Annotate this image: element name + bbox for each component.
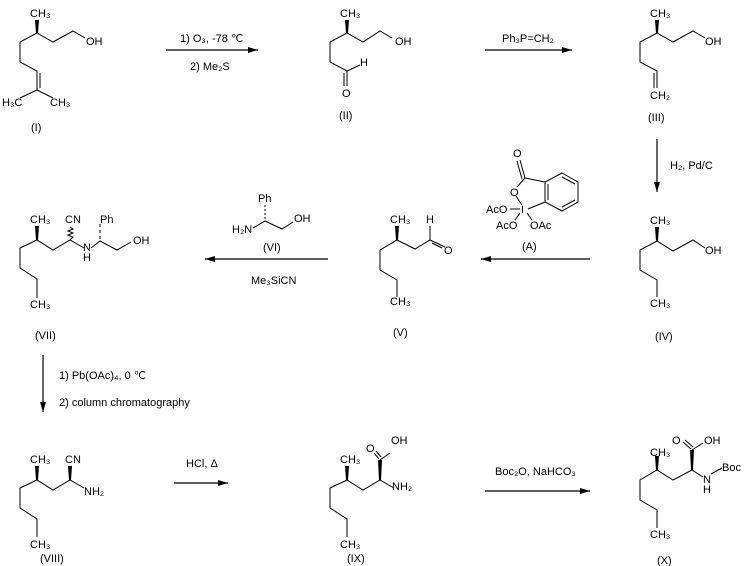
atom-label: O [510, 187, 519, 199]
atom-label: CH₃ [30, 539, 50, 551]
atom-label: Boc [722, 462, 741, 474]
compound-label: (V) [393, 327, 408, 339]
reagent-text: Boc₂O, NaHCO₃ [495, 466, 576, 478]
atom-label: H₂N [232, 224, 252, 236]
atom-label: OH [704, 435, 721, 447]
wedge-bond [690, 450, 694, 470]
reagent-text: H₂, Pd/C [670, 160, 713, 172]
compound-label: (III) [648, 112, 665, 124]
atom-label: Ph [258, 193, 271, 205]
compound-X: CH₃ O OH N H Boc CH₃ (X) [639, 435, 741, 566]
compound-VIII: CH₃ CN NH₂ CH₃ (VIII) [19, 454, 104, 565]
wedge-bond [68, 466, 72, 480]
atom-label: N [703, 474, 711, 486]
atom-label: CH₂ [650, 90, 670, 102]
wedge-bond [345, 466, 349, 480]
compound-label: (IV) [655, 331, 673, 343]
atom-label: CN [65, 214, 81, 226]
atom-label: CH₃ [30, 214, 50, 226]
atom-label: O [366, 443, 375, 455]
atom-label: CH₃ [30, 454, 50, 466]
reagent-A: O O AcO I AcO OAc (A) [486, 148, 579, 253]
atom-label: CH₃ [30, 299, 50, 311]
compound-label: (I) [31, 122, 41, 134]
wedge-bond [655, 456, 659, 470]
wedge-bond [378, 460, 382, 480]
atom-label: OH [705, 36, 722, 48]
atom-label: OAc [530, 220, 552, 232]
atom-label: H [360, 57, 368, 69]
compound-label: (VIII) [40, 553, 64, 565]
atom-label: I [521, 204, 524, 216]
atom-label: OH [395, 36, 412, 48]
compound-label: (IX) [347, 553, 365, 565]
atom-label: CH₃ [650, 8, 670, 20]
atom-label: CH₃ [650, 447, 670, 459]
atom-label: CH₃ [50, 97, 70, 109]
atom-label: CH₃ [390, 214, 410, 226]
atom-label: Ph [100, 214, 113, 226]
wedge-bond [35, 466, 39, 480]
atom-label: CH₃ [650, 298, 670, 310]
atom-label: OH [294, 213, 311, 225]
reagent-text: 2) column chromatography [59, 397, 190, 409]
atom-label: O [342, 88, 351, 100]
compound-label: (VII) [35, 330, 56, 342]
atom-label: H [426, 214, 434, 226]
atom-label: N [83, 242, 91, 254]
atom-label: O [444, 245, 453, 257]
atom-label: AcO [486, 204, 508, 216]
atom-label: OH [133, 235, 150, 247]
atom-label: CH₃ [340, 8, 360, 20]
atom-label: H [703, 484, 711, 496]
atom-label: NH₂ [392, 481, 412, 493]
compound-label: (A) [522, 241, 537, 253]
compound-label: (VI) [263, 242, 281, 254]
wedge-bond [655, 20, 659, 33]
atom-label: CH₃ [390, 296, 410, 308]
wedge-bond [655, 227, 659, 241]
atom-label: NH₂ [84, 486, 104, 498]
compound-V: CH₃ H O CH₃ (V) [379, 214, 453, 339]
reagent-text: Ph₃P=CH₂ [502, 33, 554, 45]
atom-label: OH [391, 435, 408, 447]
compound-VII: CH₃ CN Ph N H OH CH₃ (VII) [19, 214, 150, 342]
atom-label: CH₃ [650, 215, 670, 227]
reagent-text: 2) Me₂S [190, 61, 230, 73]
compound-I: CH₃ OH H₃C CH₃ (I) [2, 8, 103, 134]
reagent-text: HCl, Δ [186, 458, 218, 470]
compound-VI: Ph H₂N OH (VI) [232, 193, 311, 254]
wedge-bond [35, 20, 39, 33]
wedge-bond [395, 226, 399, 240]
compound-III: CH₃ OH CH₂ (III) [639, 8, 722, 124]
reagent-text: 1) Pb(OAc)₄, 0 ℃ [59, 370, 146, 382]
reagent-text: Me₃SiCN [251, 275, 296, 287]
atom-label: CH₃ [340, 539, 360, 551]
atom-label: CN [65, 454, 81, 466]
compound-IV: CH₃ OH CH₃ (IV) [639, 215, 722, 343]
atom-label: AcO [496, 220, 518, 232]
atom-label: H [83, 252, 91, 264]
atom-label: CH₃ [30, 8, 50, 20]
reagent-text: 1) O₃, -78 ℃ [180, 33, 243, 45]
compound-label: (II) [339, 110, 352, 122]
atom-label: OH [86, 36, 103, 48]
compound-II: CH₃ OH H O (II) [329, 8, 412, 122]
wedge-bond [35, 226, 39, 240]
atom-label: OH [705, 245, 722, 257]
compound-label: (X) [657, 555, 672, 566]
atom-label: O [672, 435, 681, 447]
atom-label: CH₃ [340, 454, 360, 466]
atom-label: H₃C [2, 97, 22, 109]
compound-IX: CH₃ O OH NH₂ CH₃ (IX) [329, 435, 412, 565]
wedge-bond [345, 20, 349, 33]
atom-label: O [513, 148, 522, 160]
atom-label: CH₃ [650, 529, 670, 541]
